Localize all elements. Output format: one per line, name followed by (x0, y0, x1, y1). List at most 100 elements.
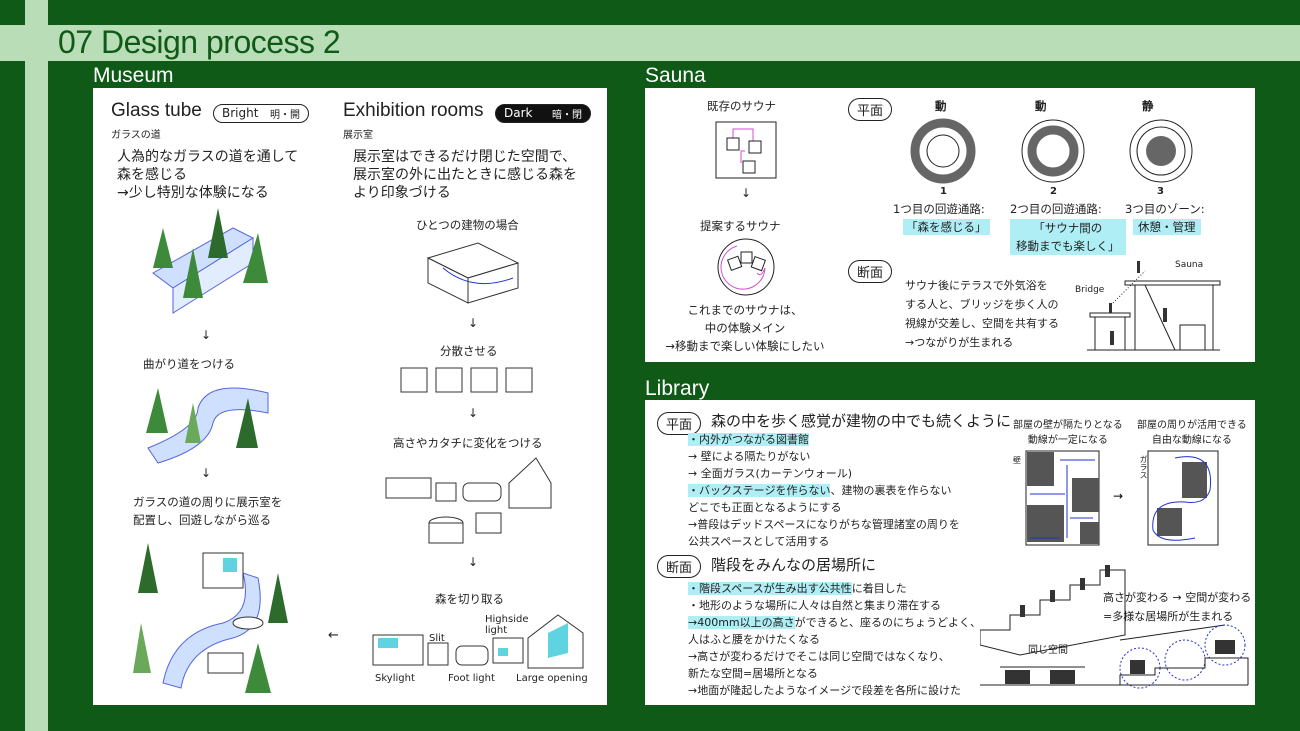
note-line: 高さが変わる → 空間が変わる (1103, 591, 1252, 604)
existing-sauna-diagram (715, 121, 777, 179)
arrow-down-icon: ↓ (468, 316, 479, 330)
desc-line: より印象づける (353, 185, 451, 201)
pill-jp: 暗・閉 (552, 110, 582, 121)
section-list: ・階段スペースが生み出す公共性に着目した ・地形のような場所に人々は自然と集まり… (688, 580, 981, 699)
proposed-sauna-label: 提案するサウナ (700, 219, 781, 233)
list-item: →400mm以上の高さができると、座るのにちょうどよく、 (688, 614, 981, 631)
zone-2-num: 2 (1050, 186, 1057, 197)
highlight-line: 移動までも楽しく」 (1016, 239, 1120, 253)
height-note: 高さが変わる → 空間が変わる =多様な居場所が生まれる (1103, 588, 1251, 626)
diag-right-caption: 部屋の周りが活用できる自由な動線になる (1137, 418, 1247, 448)
zone-1-num: 1 (940, 186, 947, 197)
rooms-step4: 森を切り取る (435, 592, 504, 606)
arrow-left-icon: ← (328, 628, 339, 643)
list-item: ・階段スペースが生み出す公共性に着目した (688, 580, 981, 597)
item-text: →地面が隆起したようなイメージで段差を各所に設けた (688, 684, 961, 697)
highlight-text: ・階段スペースが生み出す公共性 (688, 582, 852, 595)
dispersed-buildings-illustration (400, 367, 533, 393)
zone-1-mode: 動 (935, 99, 947, 113)
arrow-down-icon: ↓ (468, 555, 479, 569)
desc-line: 展示室はできるだけ閉じた空間で、 (353, 149, 577, 165)
diag-left-caption: 部屋の壁が隔たりとなる動線が一定になる (1013, 418, 1123, 448)
section-label-museum: Museum (93, 64, 174, 87)
existing-sauna-label: 既存のサウナ (707, 99, 776, 113)
library-panel: 平面 森の中を歩く感覚が建物の中でも続くように ・内外がつながる図書館 → 壁に… (645, 400, 1255, 705)
glass-step2: 曲がり道をつける (143, 357, 235, 371)
list-item: 新たな空間=居場所となる (688, 665, 981, 682)
section-text: サウナ後にテラスで外気浴を する人と、ブリッジを歩く人の 視線が交差し、空間を共… (905, 276, 1059, 352)
label-sauna: Sauna (1175, 260, 1204, 270)
zone-2-title: 2つ目の回遊通路: (1010, 202, 1102, 216)
plan-tag: 平面 (657, 412, 702, 435)
label-skylight: Skylight (375, 673, 415, 684)
list-item: ・バックステージを作らない、建物の裏表を作らない (688, 482, 960, 499)
glass-label: ガラス (1139, 455, 1148, 479)
list-item: →普段はデッドスペースになりがちな管理諸室の周りを (688, 516, 960, 533)
rooms-step1: ひとつの建物の場合 (416, 218, 519, 232)
plan-tag: 平面 (848, 98, 893, 121)
highlight-text: →400mm以上の高さ (688, 616, 795, 629)
zone-3-ring-icon (1129, 119, 1193, 183)
same-space-label: 同じ空間 (1028, 645, 1068, 656)
caption-line: →移動まで楽しい体験にしたい (665, 339, 825, 353)
caption-line: 部屋の周りが活用できる (1137, 420, 1247, 431)
stairs-diagram (980, 565, 1249, 689)
item-text: 、建物の裏表を作らない (830, 484, 952, 497)
item-text: 新たな空間=居場所となる (688, 667, 818, 680)
glass-tube-heading: Glass tube (111, 100, 202, 121)
item-text: どこでも正面となるようにする (688, 501, 842, 514)
item-text: →普段はデッドスペースになりがちな管理諸室の周りを (688, 518, 960, 531)
highlight-text: ・バックステージを作らない (688, 484, 831, 497)
sauna-section-diagram (1087, 261, 1221, 351)
section-tag: 断面 (848, 260, 893, 283)
plan-list: ・内外がつながる図書館 → 壁による隔たりがない → 全面ガラス(カーテンウォー… (688, 431, 960, 550)
plan-heading: 森の中を歩く感覚が建物の中でも続くように (711, 412, 1012, 430)
zone-2-ring-icon (1021, 119, 1085, 183)
decorative-stripe (25, 0, 48, 731)
wall-label: 壁 (1013, 456, 1021, 465)
desc-line: 展示室の外に出たときに感じる森を (353, 167, 577, 183)
step-line: 配置し、回遊しながら巡る (133, 513, 271, 527)
step-line: ガラスの道の周りに展示室を (133, 495, 283, 509)
library-plan-diagrams: → (1025, 450, 1219, 546)
item-text: に着目した (851, 582, 907, 595)
item-text: → 全面ガラス(カーテンウォール) (688, 467, 853, 480)
label-footlight: Foot light (448, 673, 495, 684)
list-item: → 全面ガラス(カーテンウォール) (688, 465, 960, 482)
list-item: →高さが変わるだけでそこは同じ空間ではなくなり、 (688, 648, 981, 665)
desc-line: 森を感じる (117, 167, 187, 183)
caption-line: 中の体験メイン (704, 321, 786, 335)
zone-3-title: 3つ目のゾーン: (1125, 202, 1205, 216)
item-text: 人はふと腰をかけたくなる (688, 633, 820, 646)
exhibition-rooms-sub: 展示室 (343, 130, 373, 141)
zone-1-ring-icon (910, 118, 976, 184)
exhibition-rooms-heading: Exhibition rooms (343, 100, 484, 121)
list-item: ・内外がつながる図書館 (688, 431, 960, 448)
note-line: =多様な居場所が生まれる (1103, 610, 1234, 623)
proposed-sauna-diagram (717, 238, 775, 296)
arrow-down-icon: ↓ (201, 466, 212, 480)
list-item: 公共スペースとして活用する (688, 533, 960, 550)
pill-label: Bright (222, 106, 259, 120)
arrow-down-icon: ↓ (201, 328, 212, 342)
title-band (0, 25, 1300, 61)
desc-line: 人為的なガラスの道を通して (117, 149, 299, 165)
svg-text:→: → (1113, 489, 1123, 503)
page-title: 07 Design process 2 (58, 24, 341, 60)
label-large-opening: Large opening (516, 673, 588, 684)
zone-3-num: 3 (1157, 186, 1164, 197)
varied-buildings-illustration (385, 457, 552, 544)
desc-line: →少し特別な体験になる (117, 185, 269, 201)
zone-1-highlight: 「森を感じる」 (903, 219, 990, 235)
text-line: サウナ後にテラスで外気浴を (905, 279, 1048, 292)
glass-tube-illustration (152, 208, 268, 314)
section-heading: 階段をみんなの居場所に (711, 556, 877, 574)
caption-line: これまでのサウナは、 (687, 303, 803, 317)
arrow-down-icon: ↓ (468, 406, 479, 420)
sauna-panel: 既存のサウナ ↓ 提案するサウナ これまでのサウナは、 中の体験メイン →移動ま… (645, 88, 1255, 362)
section-label-library: Library (645, 377, 710, 400)
